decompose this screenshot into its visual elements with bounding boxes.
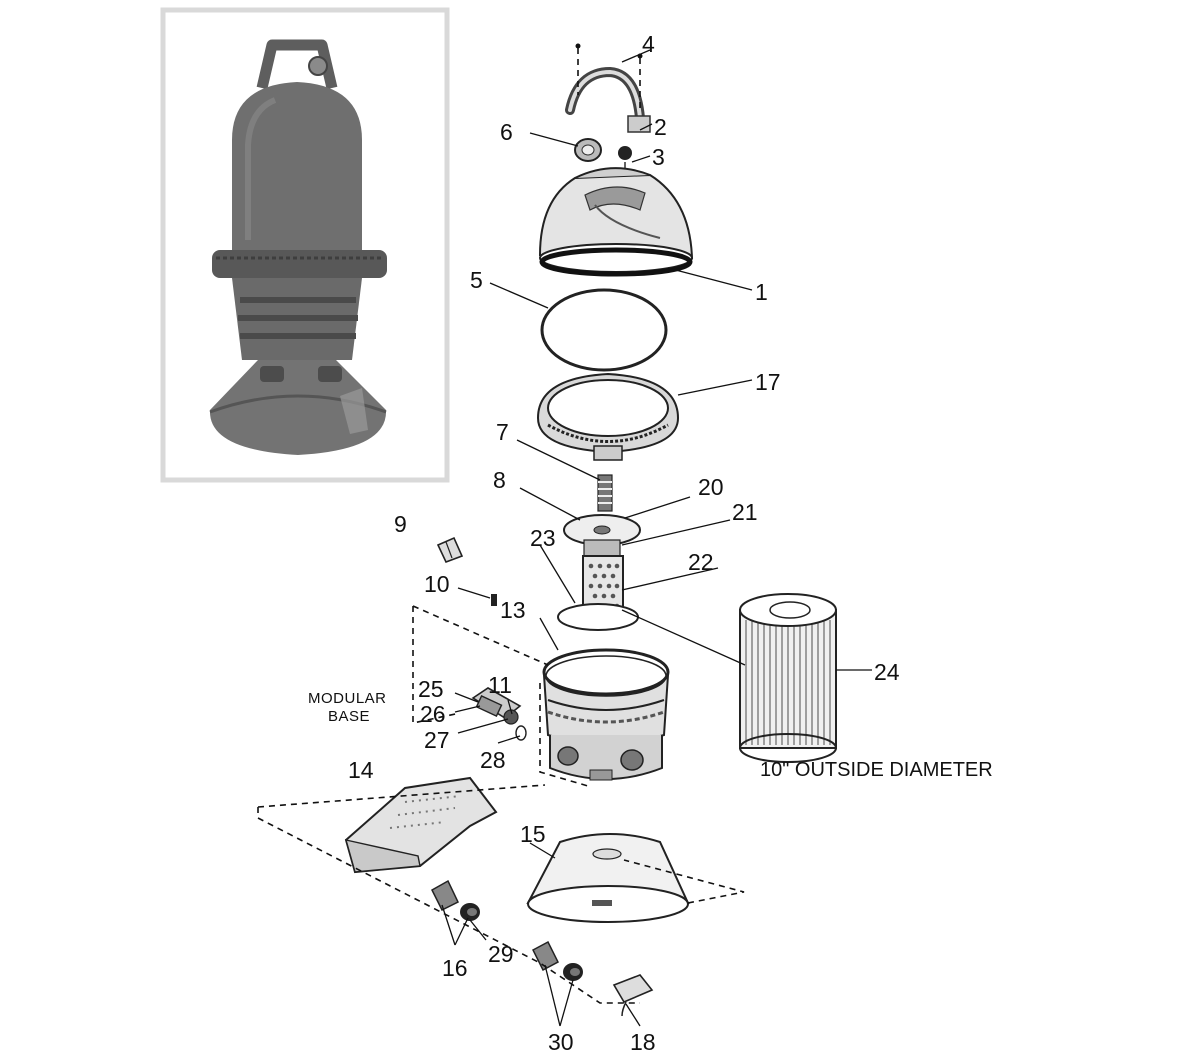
label-part-1: 1 <box>755 279 768 305</box>
label-part-23: 23 <box>530 525 556 551</box>
label-part-2: 2 <box>654 114 667 140</box>
part-15-base-cone <box>526 833 690 923</box>
part-number-labels: 4 2 6 3 1 5 17 7 8 20 9 21 23 22 10 13 2… <box>348 31 900 1055</box>
part-14-base-cover <box>344 776 498 874</box>
modular-base-outline <box>257 605 745 1004</box>
cartridge-filter-photo-icon <box>209 39 387 455</box>
label-part-22: 22 <box>688 549 714 575</box>
label-part-4: 4 <box>642 31 655 57</box>
label-part-13: 13 <box>500 597 526 623</box>
part-24-cartridge <box>739 593 837 763</box>
leader-lines <box>441 49 872 1027</box>
label-part-5: 5 <box>470 267 483 293</box>
label-part-18: 18 <box>630 1029 656 1055</box>
part-8-stud <box>597 474 613 512</box>
part-4-handle <box>565 43 651 133</box>
modular-base-caption-line1: MODULAR <box>308 690 387 707</box>
label-part-26: 26 <box>420 701 446 727</box>
label-part-27: 27 <box>424 727 450 753</box>
label-part-6: 6 <box>500 119 513 145</box>
label-part-20: 20 <box>698 474 724 500</box>
modular-base-caption-line2: BASE <box>328 708 370 725</box>
part-1-lid <box>538 167 694 277</box>
label-part-30: 30 <box>548 1029 574 1055</box>
part-6-gauge <box>574 138 602 162</box>
part-10-drain-plug <box>491 594 497 606</box>
part-9-fitting <box>436 536 464 564</box>
part-3-air-relief <box>618 146 632 170</box>
product-photo <box>160 7 450 483</box>
label-part-11: 11 <box>488 672 512 698</box>
part-20-21-top-plate <box>563 514 641 557</box>
label-part-8: 8 <box>493 467 506 493</box>
label-part-29: 29 <box>488 941 514 967</box>
label-part-17: 17 <box>755 369 781 395</box>
part-13-filter-housing <box>542 648 670 781</box>
part-16-adapter <box>431 879 459 912</box>
label-part-14: 14 <box>348 757 374 783</box>
cartridge-size-caption: 10" OUTSIDE DIAMETER <box>760 759 993 781</box>
part-17-clamp-ring <box>536 372 680 461</box>
label-part-25: 25 <box>418 676 444 702</box>
part-23-gasket <box>557 603 639 631</box>
label-part-10: 10 <box>424 571 450 597</box>
part-5-o-ring <box>540 288 668 372</box>
part-18-elbow <box>612 974 654 1017</box>
label-part-28: 28 <box>480 747 506 773</box>
label-part-16: 16 <box>442 955 468 981</box>
label-part-7: 7 <box>496 419 509 445</box>
part-30-adapters <box>532 940 583 981</box>
label-part-21: 21 <box>732 499 758 525</box>
label-part-15: 15 <box>520 821 546 847</box>
label-part-24: 24 <box>874 659 900 685</box>
part-29-coupler <box>460 903 480 921</box>
label-part-3: 3 <box>652 144 665 170</box>
label-part-9: 9 <box>394 511 407 537</box>
